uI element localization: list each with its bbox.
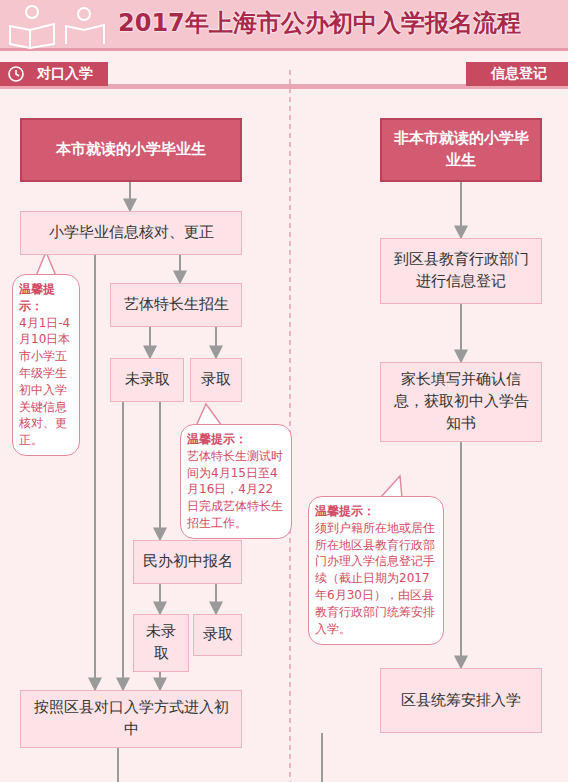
- node-text: 艺体特长生测试时间为4月15日至4月16日，4月22日完成艺体特长生招生工作。: [187, 448, 285, 532]
- tip-callout: 温馨提示：艺体特长生测试时间为4月15日至4月16日，4月22日完成艺体特长生招…: [180, 424, 292, 539]
- process-box: 按照区县对口入学方式进入初中: [20, 690, 242, 748]
- flow-arrow: [215, 327, 217, 358]
- flow-arrow: [159, 672, 161, 690]
- node-text: 录取: [203, 624, 233, 646]
- node-text: 未录取: [125, 369, 170, 391]
- process-box: 到区县教育行政部门进行信息登记: [380, 238, 542, 304]
- process-box: 区县统筹安排入学: [380, 668, 542, 733]
- node-text: 非本市就读的小学毕业生: [390, 128, 532, 172]
- continuing-line: [321, 733, 323, 782]
- flow-arrow: [129, 182, 131, 211]
- flow-arrow: [159, 584, 161, 614]
- process-box: 家长填写并确认信息，获取初中入学告知书: [380, 362, 542, 442]
- title-banner: [0, 0, 568, 50]
- node-text: 艺体特长生招生: [124, 294, 229, 316]
- process-box: 艺体特长生招生: [110, 283, 242, 327]
- flow-arrow: [215, 584, 217, 614]
- callout-tail: [380, 476, 402, 498]
- start-box: 非本市就读的小学毕业生: [380, 118, 542, 182]
- node-text: 本市就读的小学毕业生: [56, 139, 206, 161]
- process-box: 小学毕业信息核对、更正: [20, 211, 242, 255]
- node-text: 民办初中报名: [143, 551, 233, 573]
- node-text: 小学毕业信息核对、更正: [49, 222, 214, 244]
- callout-tail: [36, 252, 56, 276]
- process-box: 录取: [193, 614, 242, 656]
- flow-arrow: [149, 327, 151, 358]
- tip-heading: 温馨提示：: [187, 431, 247, 448]
- node-text: 区县统筹安排入学: [401, 690, 521, 712]
- column-divider: [289, 70, 291, 782]
- flow-arrow: [122, 402, 124, 690]
- reader-icon: [10, 6, 104, 48]
- process-box: 民办初中报名: [133, 540, 242, 584]
- tip-heading: 温馨提示：: [19, 281, 73, 315]
- flow-arrow: [179, 255, 181, 283]
- tip-heading: 温馨提示：: [315, 503, 375, 520]
- node-text: 对口入学: [37, 65, 93, 83]
- title-rule: [0, 48, 568, 51]
- node-text: 须到户籍所在地或居住所在地区县教育行政部门办理入学信息登记手续（截止日期为201…: [315, 520, 437, 638]
- flow-arrow: [460, 442, 462, 668]
- node-text: 录取: [201, 369, 231, 391]
- process-box: 未录取: [133, 614, 189, 672]
- tip-callout: 温馨提示：4月1日-4月10日本市小学五年级学生初中入学关键信息核对、更正。: [12, 274, 80, 456]
- diagram-title: 2017年上海市公办初中入学报名流程: [118, 7, 558, 39]
- process-box: 未录取: [110, 358, 184, 402]
- start-box: 本市就读的小学毕业生: [20, 118, 242, 182]
- flow-arrow: [460, 304, 462, 362]
- section-tab: 对口入学: [0, 62, 108, 86]
- flow-arrow: [460, 182, 462, 238]
- callout-tail: [196, 404, 222, 426]
- node-text: 按照区县对口入学方式进入初中: [27, 697, 235, 741]
- node-text: 家长填写并确认信息，获取初中入学告知书: [387, 369, 535, 434]
- node-text: 4月1日-4月10日本市小学五年级学生初中入学关键信息核对、更正。: [19, 315, 73, 449]
- flow-arrow: [94, 255, 96, 690]
- section-tab: 信息登记: [466, 62, 568, 86]
- node-text: 信息登记: [491, 65, 547, 83]
- node-text: 到区县教育行政部门进行信息登记: [387, 249, 535, 293]
- tip-callout: 温馨提示：须到户籍所在地或居住所在地区县教育行政部门办理入学信息登记手续（截止日…: [308, 496, 444, 645]
- process-box: 录取: [190, 358, 242, 402]
- node-text: 未录取: [140, 621, 182, 665]
- flow-arrow: [159, 402, 161, 540]
